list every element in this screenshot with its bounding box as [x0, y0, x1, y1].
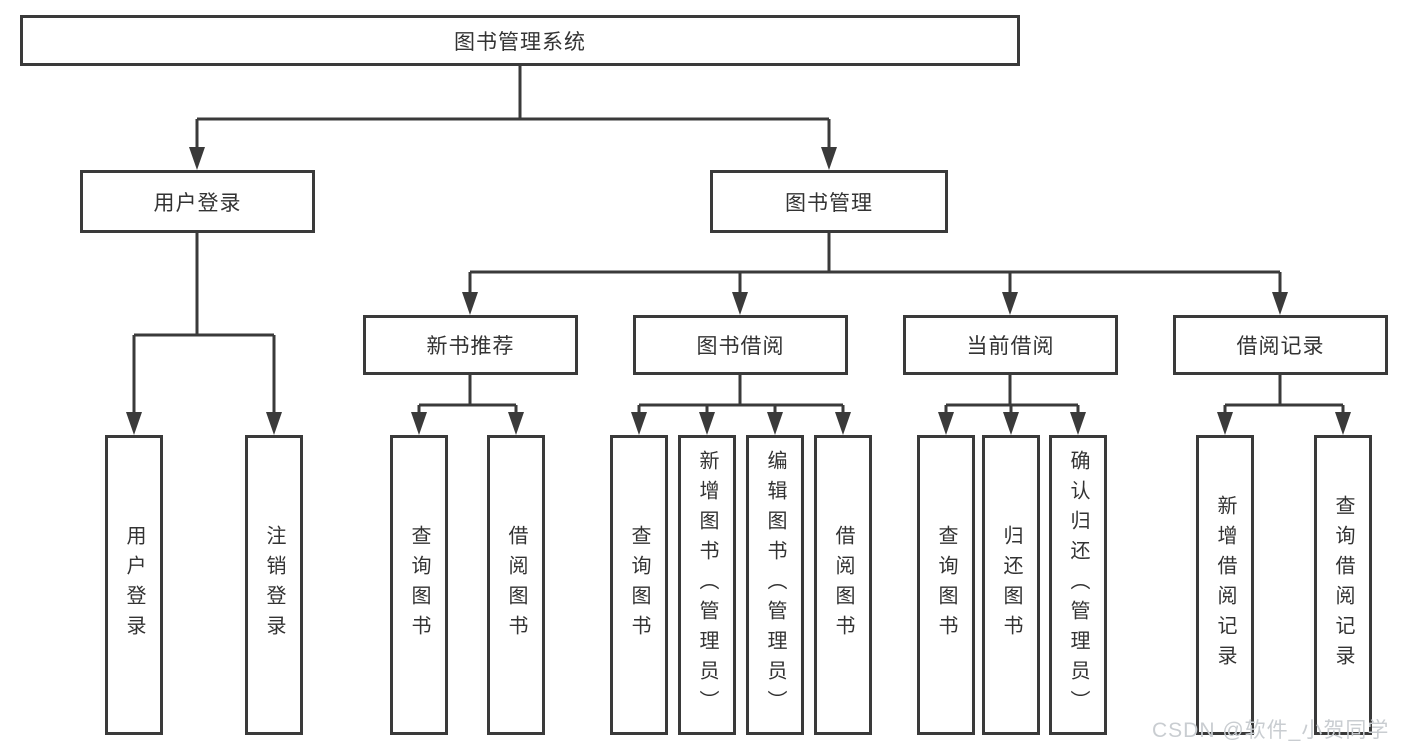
leaf-edit-books-admin: 编辑图书（管理员） — [746, 435, 804, 735]
node-book-management: 图书管理 — [710, 170, 948, 233]
node-user-login-branch: 用户登录 — [80, 170, 315, 233]
leaf-add-borrow-record: 新增借阅记录 — [1196, 435, 1254, 735]
leaf-add-borrow-record-label: 新增借阅记录 — [1214, 495, 1236, 675]
leaf-edit-books-admin-label: 编辑图书（管理员） — [764, 450, 786, 720]
leaf-logout-label: 注销登录 — [263, 525, 285, 645]
leaf-add-books-admin-label: 新增图书（管理员） — [696, 450, 718, 720]
leaf-confirm-return-admin-label: 确认归还（管理员） — [1067, 450, 1089, 720]
connector-path — [132, 66, 1345, 417]
leaf-borrow-books-label: 借阅图书 — [832, 525, 854, 645]
node-book-borrowing-label: 图书借阅 — [696, 335, 785, 358]
leaf-user-login-label: 用户登录 — [123, 525, 145, 645]
node-borrowing-records-label: 借阅记录 — [1236, 335, 1325, 358]
watermark-text: CSDN @软件_小贺同学 — [1152, 719, 1390, 742]
leaf-recommend-borrow-books-label: 借阅图书 — [505, 525, 527, 645]
node-book-management-label: 图书管理 — [785, 191, 873, 215]
leaf-borrow-query-books-label: 查询图书 — [628, 525, 650, 645]
leaf-recommend-query-books: 查询图书 — [390, 435, 448, 735]
leaf-recommend-query-books-label: 查询图书 — [408, 525, 430, 645]
node-root: 图书管理系统 — [20, 15, 1020, 66]
leaf-borrow-books: 借阅图书 — [814, 435, 872, 735]
node-new-book-recommendation: 新书推荐 — [363, 315, 578, 375]
node-user-login-branch-label: 用户登录 — [153, 191, 242, 215]
node-book-borrowing: 图书借阅 — [633, 315, 848, 375]
node-current-borrowing: 当前借阅 — [903, 315, 1118, 375]
leaf-current-query-books-label: 查询图书 — [935, 525, 957, 645]
leaf-current-query-books: 查询图书 — [917, 435, 975, 735]
leaf-logout: 注销登录 — [245, 435, 303, 735]
leaf-query-borrow-record: 查询借阅记录 — [1314, 435, 1372, 735]
leaf-add-books-admin: 新增图书（管理员） — [678, 435, 736, 735]
leaf-user-login: 用户登录 — [105, 435, 163, 735]
node-current-borrowing-label: 当前借阅 — [966, 335, 1055, 358]
leaf-query-borrow-record-label: 查询借阅记录 — [1332, 495, 1354, 675]
arrowheads — [126, 147, 1351, 435]
leaf-borrow-query-books: 查询图书 — [610, 435, 668, 735]
node-new-book-recommendation-label: 新书推荐 — [426, 335, 515, 358]
leaf-confirm-return-admin: 确认归还（管理员） — [1049, 435, 1107, 735]
node-borrowing-records: 借阅记录 — [1173, 315, 1388, 375]
node-root-label: 图书管理系统 — [454, 30, 586, 54]
leaf-return-books-label: 归还图书 — [1000, 525, 1022, 645]
leaf-return-books: 归还图书 — [982, 435, 1040, 735]
leaf-recommend-borrow-books: 借阅图书 — [487, 435, 545, 735]
